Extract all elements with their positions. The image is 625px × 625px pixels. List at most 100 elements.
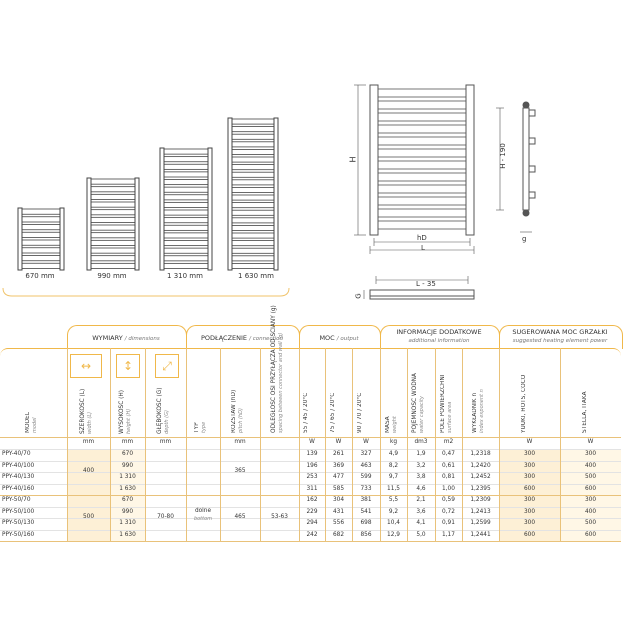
radiator-bar <box>231 209 275 216</box>
column-header-en: surface area <box>446 401 453 433</box>
group-wymiary-title: WYMIARY / dimensions <box>67 334 185 342</box>
radiator-bar <box>163 163 209 170</box>
radiator-label-1310: 1 310 mm <box>167 272 203 280</box>
radiator-bar <box>163 240 209 247</box>
group-moc-pl: MOC <box>319 334 335 342</box>
column-header-en: width (L) <box>86 411 93 434</box>
column-header-box <box>0 348 621 437</box>
radiator-bar <box>21 208 61 215</box>
column-divider <box>220 348 221 541</box>
column-divider <box>299 348 300 541</box>
table-cell: 0,61 <box>442 462 455 469</box>
radiator-frame-right <box>273 117 279 271</box>
column-header: YUUKI, HOTS, COCO <box>521 355 539 433</box>
column-header: WYSOKOŚĆ (H)height (H) <box>119 380 137 434</box>
width-arrow-icon: ↔ <box>80 359 92 373</box>
radiator-bar <box>163 156 209 163</box>
table-cell: 1 630 <box>119 485 136 492</box>
radiator-bar <box>231 194 275 201</box>
row-divider <box>0 449 621 450</box>
table-cell: 8,2 <box>388 462 399 469</box>
radiator-bar <box>163 186 209 193</box>
table-cell: 294 <box>306 520 318 526</box>
column-header: 90 / 70 / 20°C <box>357 355 375 433</box>
radiator-bar <box>163 232 209 239</box>
radiator-bar <box>90 224 136 231</box>
radiator-bar <box>231 247 275 254</box>
radiator-size-comparison <box>2 117 290 297</box>
table-cell: 698 <box>360 520 372 526</box>
table-cell: 733 <box>360 485 372 492</box>
front-view-bar <box>377 208 467 218</box>
front-view-bar <box>377 112 467 122</box>
radiator-bar <box>231 141 275 148</box>
width-40-cell: 400 <box>82 468 95 475</box>
radiator-bar <box>90 247 136 254</box>
radiator-bar <box>90 201 136 208</box>
radiator-bar <box>163 255 209 262</box>
table-cell: 5,0 <box>416 531 426 538</box>
radiator-label-990: 990 mm <box>97 272 127 280</box>
radiator-bar <box>163 148 209 155</box>
radiator-bar <box>231 217 275 224</box>
radiator-frame-right <box>59 207 65 271</box>
column-header-pl: 90 / 70 / 20°C <box>357 392 363 433</box>
radiator-1310 <box>159 147 213 271</box>
side-view <box>496 101 536 233</box>
radiator-bar <box>90 239 136 246</box>
column-header: 75 / 65 / 20°C <box>330 355 348 433</box>
width-50-cell: 500 <box>82 514 95 521</box>
radiator-frame-left <box>17 207 23 271</box>
type-pl: dolne <box>194 507 212 514</box>
dim-g-label: g <box>522 235 527 243</box>
column-header-en: index exponent n <box>478 389 485 433</box>
group-sugerowana-pl: SUGEROWANA MOC GRZAŁKI <box>512 328 608 336</box>
column-header-en: model <box>31 417 38 433</box>
table-cell: 0,91 <box>442 520 455 526</box>
column-header-pl: POJEMNOŚĆ WODNA <box>412 373 418 433</box>
radiator-bar <box>231 179 275 186</box>
radiator-frame-left <box>86 177 92 271</box>
table-cell: 4,1 <box>416 520 426 526</box>
radiator-bar <box>90 255 136 262</box>
radiator-bar <box>21 262 61 269</box>
column-divider <box>380 348 381 541</box>
table-cell: 242 <box>306 531 318 538</box>
group-sugerowana-en: suggested heating element power <box>512 338 608 344</box>
column-header: ODLEGŁOŚĆ OSI PRZYŁĄCZA OD ŚCIANY (g)spa… <box>271 305 289 433</box>
column-divider <box>260 348 261 541</box>
table-row-model: PPY-40/70 <box>2 451 31 457</box>
group-info-pl: INFORMACJE DODATKOWE <box>396 328 482 336</box>
radiator-bar <box>231 126 275 133</box>
table-cell: 300 <box>523 508 536 515</box>
row-divider <box>0 495 621 496</box>
table-row-model: PPY-40/130 <box>2 474 35 480</box>
table-cell: 9,7 <box>388 474 399 480</box>
radiator-bar <box>90 262 136 269</box>
dim-G-label: G <box>354 293 363 299</box>
table-cell: 1,2413 <box>470 508 491 515</box>
column-header: GŁĘBOKOŚĆ (G)depth (G) <box>157 380 175 434</box>
unit-cell: W <box>363 439 369 445</box>
height-arrow-icon: ↕ <box>122 359 134 373</box>
radiator-bar <box>163 179 209 186</box>
table-cell: 670 <box>121 451 134 457</box>
column-header-pl: 55 / 45 / 20°C <box>303 392 309 433</box>
table-cell: 10,4 <box>387 520 400 526</box>
table-cell: 162 <box>306 497 318 503</box>
table-cell: 600 <box>523 485 536 492</box>
column-header-pl: MODEL <box>24 412 31 433</box>
table-cell: 990 <box>121 508 134 515</box>
table-cell: 2,1 <box>416 497 426 503</box>
table-cell: 253 <box>306 474 318 480</box>
table-cell: 400 <box>584 508 597 515</box>
row-divider <box>0 529 621 531</box>
table-cell: 300 <box>523 474 536 480</box>
group-podlaczenie-en: / connection <box>249 336 283 342</box>
group-info-en: additional information <box>408 338 470 344</box>
column-header-en: type <box>201 421 207 433</box>
table-row-model: PPY-50/130 <box>2 520 35 526</box>
group-wymiary <box>67 325 187 349</box>
